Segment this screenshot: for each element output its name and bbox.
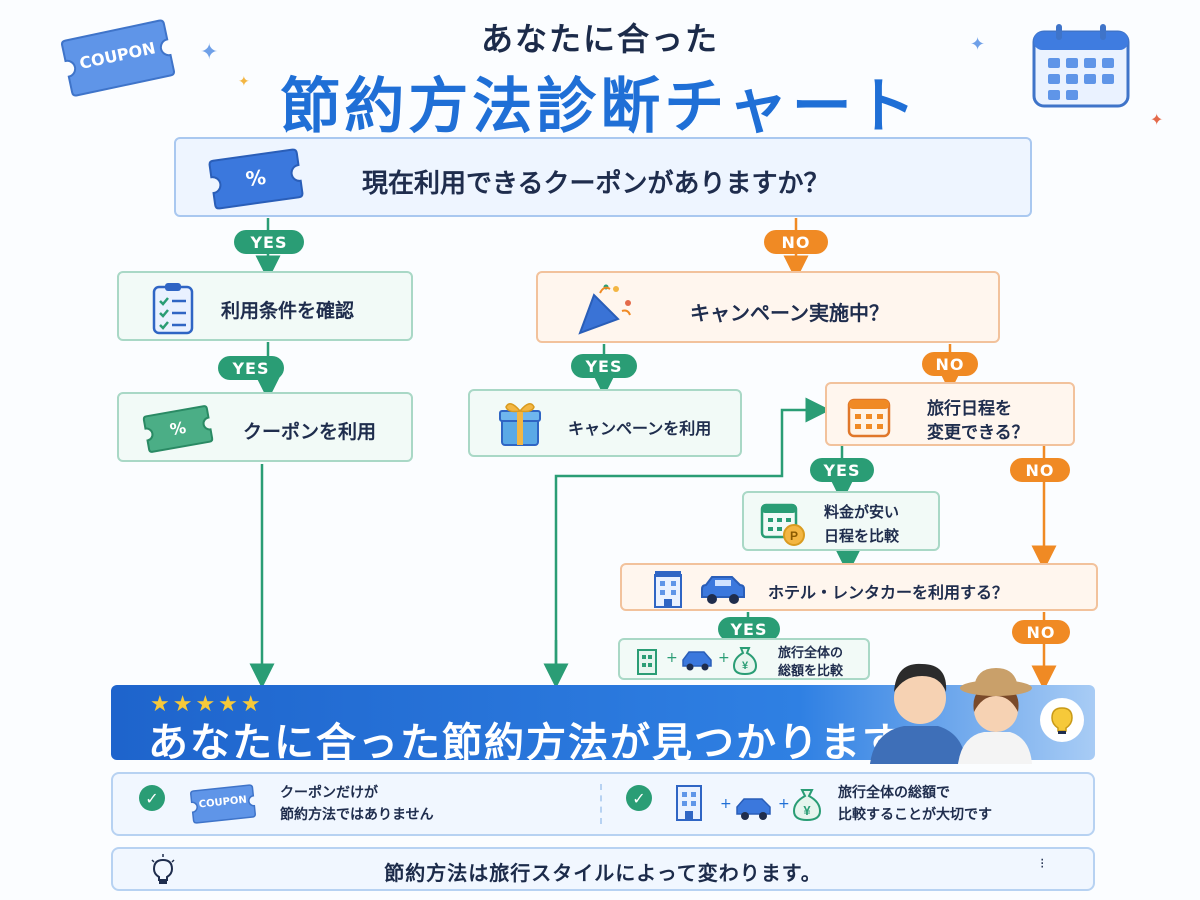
car-icon <box>734 796 774 826</box>
compare-total-line2: 総額を比較 <box>778 664 844 679</box>
use-coupon-text: クーポンを利用 <box>243 421 377 443</box>
question-hotel-car-text: ホテル・レンタカーを利用する？ <box>768 583 1009 602</box>
sparkle-icon: ✦ <box>970 34 986 55</box>
svg-text:P: P <box>790 529 798 543</box>
calendar-coin-icon: P <box>760 501 806 551</box>
info-left-line1: クーポンだけが <box>280 785 378 801</box>
gift-icon <box>498 401 542 451</box>
green-coupon-icon: % <box>140 402 216 456</box>
divider <box>600 784 602 824</box>
info-right-line1: 旅行全体の総額で <box>838 785 950 801</box>
compare-total-line1: 旅行全体の <box>778 646 844 661</box>
title-line1: あなたに合った <box>480 20 719 58</box>
yes-label: YES <box>218 356 284 380</box>
plus-icon: + <box>720 796 732 812</box>
checklist-icon <box>151 281 195 339</box>
question-campaign-text: キャンペーン実施中？ <box>690 301 889 325</box>
compare-total-box: + + ¥ 旅行全体の 総額を比較 <box>618 638 870 680</box>
info-left-line2: 節約方法ではありません <box>280 807 434 823</box>
hotel-icon <box>674 782 704 826</box>
question-campaign-box: キャンペーン実施中？ <box>536 271 1000 343</box>
info-box <box>111 772 1095 836</box>
couple-illustration <box>860 640 1040 764</box>
yes-label: YES <box>571 354 637 378</box>
sparkle-icon: ✦ <box>238 74 250 90</box>
yes-label: YES <box>718 617 780 641</box>
check-icon: ✓ <box>626 785 652 811</box>
no-label: NO <box>1010 458 1070 482</box>
lightbulb-icon <box>1040 698 1084 742</box>
yes-label: YES <box>810 458 874 482</box>
question-schedule-line2: 変更できる？ <box>927 423 1029 443</box>
calendar-icon <box>1032 22 1132 108</box>
compare-dates-line2: 日程を比較 <box>824 527 900 545</box>
plus-icon: + <box>718 650 730 666</box>
sparkle-icon: ✦ <box>1150 110 1164 129</box>
money-bag-icon: ¥ <box>732 644 758 680</box>
plus-icon: + <box>666 650 678 666</box>
svg-text:¥: ¥ <box>803 803 811 818</box>
info-right-line2: 比較することが大切です <box>838 807 992 823</box>
money-bag-icon: ¥ <box>792 786 822 826</box>
car-icon <box>698 575 748 609</box>
percent-ticket-icon: % <box>205 145 308 214</box>
coupon-ticket-icon: COUPON <box>188 783 257 826</box>
party-popper-icon <box>576 281 636 341</box>
car-icon <box>680 650 714 676</box>
lightbulb-icon <box>150 854 176 890</box>
plus-icon: + <box>778 796 790 812</box>
use-campaign-text: キャンペーンを利用 <box>568 419 712 438</box>
orange-calendar-icon <box>847 394 891 442</box>
question-schedule-line1: 旅行日程を <box>927 399 1012 419</box>
use-campaign-box: キャンペーンを利用 <box>468 389 742 457</box>
sparkle-icon: ⁝ <box>1040 856 1045 872</box>
use-coupon-box: % クーポンを利用 <box>117 392 413 462</box>
hotel-icon <box>636 646 658 680</box>
question-hotel-car-box: ホテル・レンタカーを利用する？ <box>620 563 1098 611</box>
stars-rating: ★★★★★ <box>150 692 264 717</box>
compare-dates-box: P 料金が安い 日程を比較 <box>742 491 940 551</box>
check-icon: ✓ <box>139 785 165 811</box>
compare-dates-line1: 料金が安い <box>824 503 900 521</box>
coupon-ticket-icon: COUPON <box>57 15 180 101</box>
svg-text:¥: ¥ <box>742 660 749 672</box>
sparkle-icon: ✦ <box>200 40 219 65</box>
page-title: 節約方法診断チャート <box>280 72 920 142</box>
no-label: NO <box>764 230 828 254</box>
question-coupon-text: 現在利用できるクーポンがありますか？ <box>362 169 830 199</box>
no-label: NO <box>922 352 978 376</box>
footer-text: 節約方法は旅行スタイルによって変わります。 <box>384 861 822 885</box>
yes-label: YES <box>234 230 304 254</box>
question-schedule-box: 旅行日程を 変更できる？ <box>825 382 1075 446</box>
hotel-icon <box>652 569 684 613</box>
no-label: NO <box>1012 620 1070 644</box>
result-text: あなたに合った節約方法が見つかります <box>148 720 904 766</box>
check-terms-text: 利用条件を確認 <box>221 300 355 322</box>
footer-box <box>111 847 1095 891</box>
check-terms-box: 利用条件を確認 <box>117 271 413 341</box>
question-coupon-box: % 現在利用できるクーポンがありますか？ <box>174 137 1032 217</box>
